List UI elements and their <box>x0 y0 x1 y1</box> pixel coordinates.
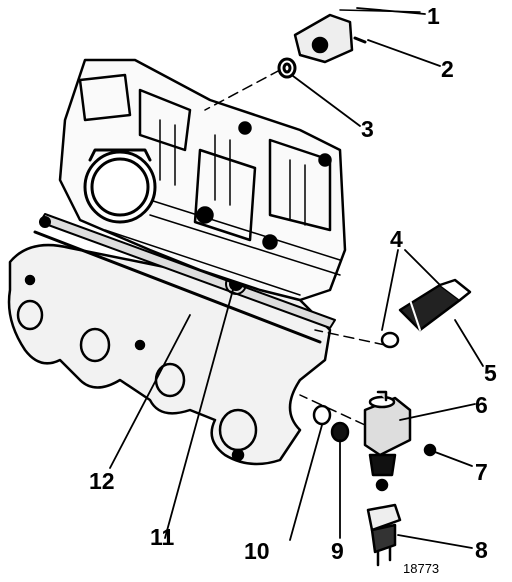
idle-valve-assembly <box>293 9 421 64</box>
callout-8: 8 <box>475 537 488 563</box>
assembly-line-top <box>204 69 281 111</box>
temperature-sensor <box>366 503 402 567</box>
assembly-line-regulator <box>299 394 366 426</box>
callout-9: 9 <box>331 538 344 564</box>
callout-6: 6 <box>475 392 488 418</box>
callout-1: 1 <box>427 3 440 29</box>
washers <box>312 404 350 443</box>
callout-7: 7 <box>475 459 488 485</box>
manifold-details <box>159 119 332 250</box>
callout-4: 4 <box>390 226 403 252</box>
injector <box>380 278 472 349</box>
callout-2: 2 <box>441 56 454 82</box>
callout-5: 5 <box>484 360 497 386</box>
assembly-line-injector <box>314 329 386 346</box>
callout-10: 10 <box>244 538 270 564</box>
leader-lines <box>109 7 484 549</box>
callout-3: 3 <box>361 116 374 142</box>
pressure-regulator <box>363 390 437 492</box>
callout-12: 12 <box>89 468 115 494</box>
seal-ring-3 <box>277 57 297 79</box>
throttle-body <box>83 148 157 224</box>
figure-number: 18773 <box>403 561 440 576</box>
callout-11: 11 <box>150 524 175 550</box>
